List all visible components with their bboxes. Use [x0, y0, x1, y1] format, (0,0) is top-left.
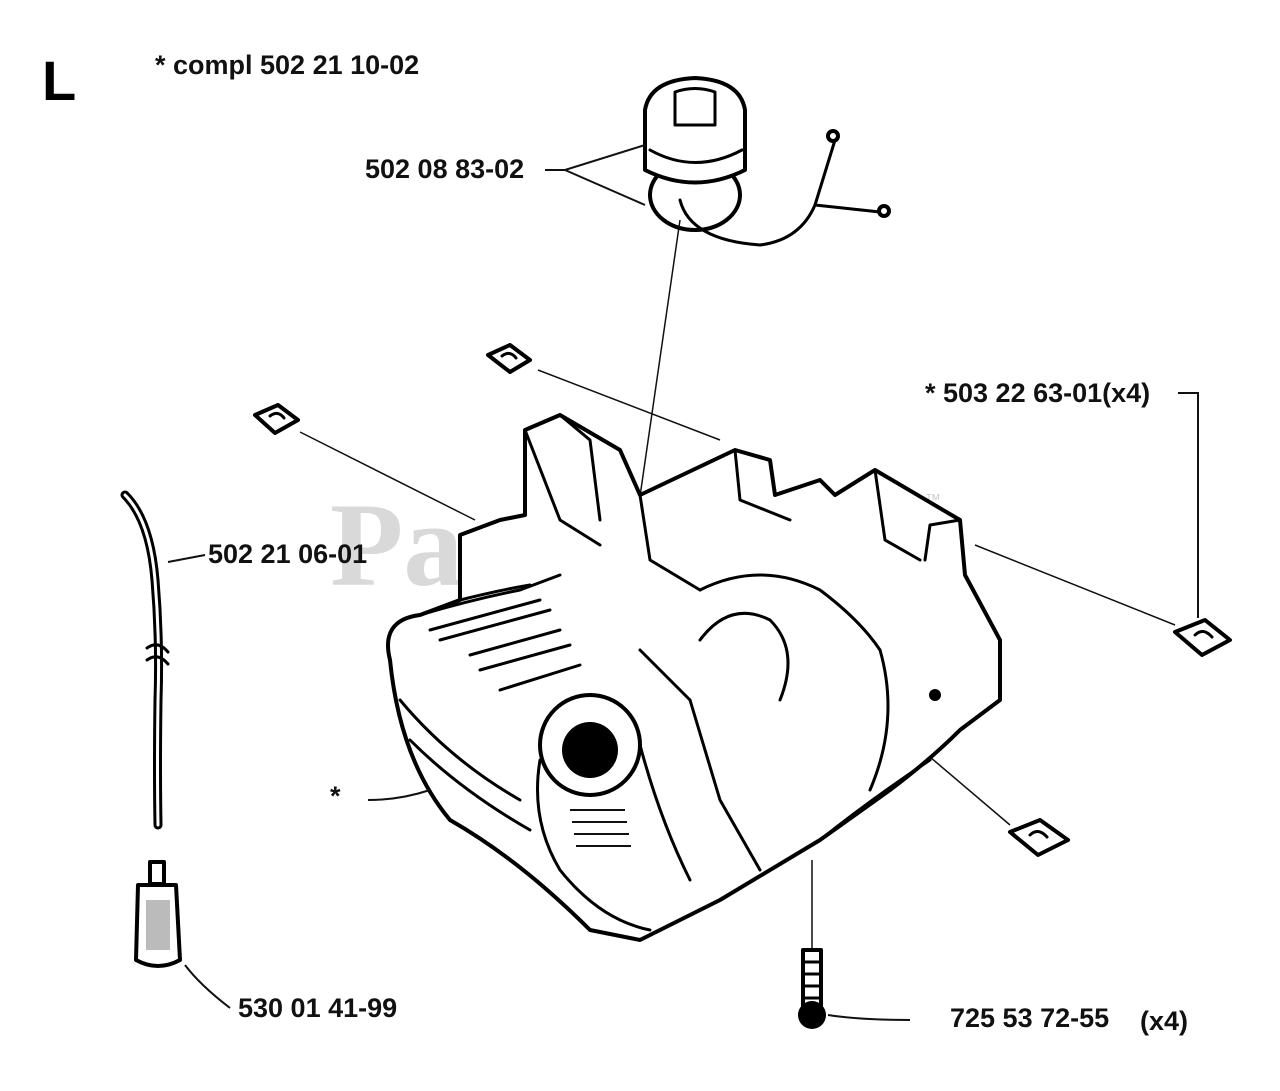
nut-4[interactable] — [1008, 818, 1070, 857]
label-screw: 725 53 72-55 — [950, 1003, 1109, 1033]
fuel-hose[interactable] — [120, 490, 170, 830]
label-fuel-cap: 502 08 83-02 — [365, 154, 524, 184]
label-screw-qty: (x4) — [1140, 1006, 1188, 1036]
label-fuel-tank: * — [330, 781, 341, 811]
leader-nut-1 — [537, 369, 721, 441]
leader-fuel-tank — [367, 789, 431, 801]
screw[interactable] — [798, 948, 826, 1029]
nut-2[interactable] — [253, 403, 300, 435]
nut-3[interactable] — [1173, 618, 1232, 657]
leader-nut — [1178, 392, 1199, 618]
label-fuel-hose: 502 21 06-01 — [208, 539, 367, 569]
leader-screw — [827, 1014, 911, 1021]
fuel-cap[interactable] — [643, 76, 891, 247]
section-letter: L — [42, 49, 76, 112]
label-nut: * 503 22 63-01(x4) — [925, 378, 1150, 408]
fuel-filter[interactable] — [134, 860, 182, 968]
fuel-tank[interactable] — [386, 413, 1002, 942]
leader-fuel-cap — [545, 144, 646, 206]
leader-nut-2 — [299, 431, 476, 521]
label-complete-assembly: * compl 502 21 10-02 — [155, 50, 419, 80]
leader-fuel-filter — [184, 964, 231, 1009]
nut-1[interactable] — [486, 343, 532, 374]
leader-fuel-hose — [167, 554, 206, 563]
leader-nut-3 — [974, 544, 1176, 626]
label-fuel-filter: 530 01 41-99 — [238, 993, 397, 1023]
